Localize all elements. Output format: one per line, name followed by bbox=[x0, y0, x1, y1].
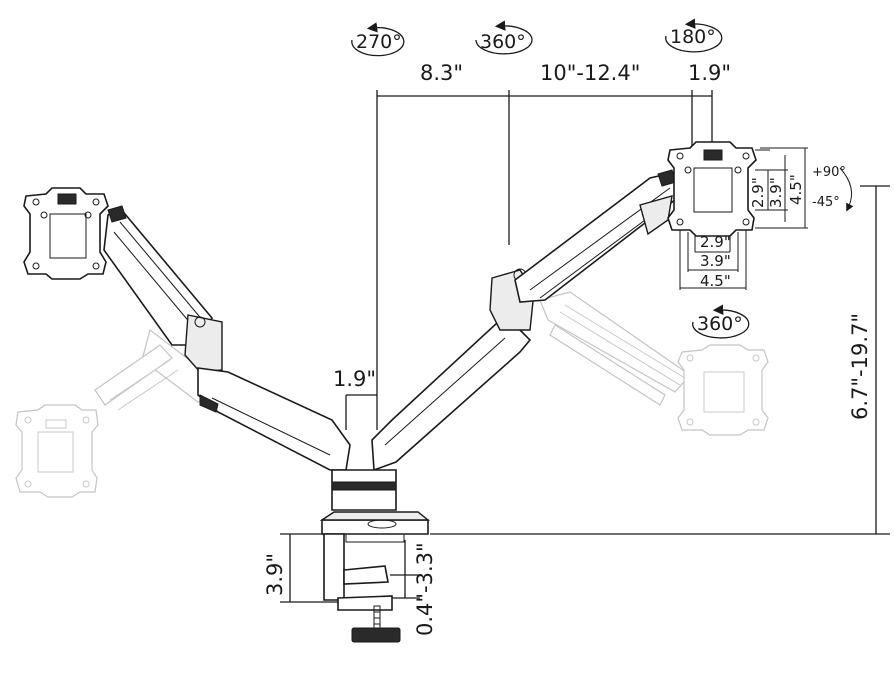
vesa-v1-label: 2.9" bbox=[749, 177, 767, 208]
right-reach-label: 10"-12.4" bbox=[540, 61, 640, 85]
head-offset-label: 1.9" bbox=[688, 61, 731, 85]
pole-offset-label: 1.9" bbox=[333, 367, 376, 391]
rotation-180-label: 180° bbox=[670, 26, 716, 48]
vesa-h1-label: 2.9" bbox=[700, 233, 731, 251]
right-monitor-arm bbox=[371, 141, 757, 472]
ghost-right-arm bbox=[539, 291, 769, 436]
rotation-360-label: 360° bbox=[480, 31, 526, 53]
tilt-down-label: -45° bbox=[812, 195, 840, 210]
rotation-270-label: 270° bbox=[356, 31, 402, 53]
ghost-left-arm bbox=[15, 328, 213, 498]
pole-and-clamp bbox=[319, 469, 430, 643]
dimension-lines bbox=[280, 90, 890, 603]
rotation-360-plate-label: 360° bbox=[697, 313, 743, 335]
vesa-v2-label: 3.9" bbox=[767, 177, 785, 208]
clamp-height-label: 3.9" bbox=[263, 553, 287, 596]
left-reach-label: 8.3" bbox=[420, 61, 463, 85]
desk-thickness-label: 0.4"-3.3" bbox=[413, 542, 437, 636]
vesa-h3-label: 4.5" bbox=[700, 272, 731, 290]
vesa-h2-label: 3.9" bbox=[700, 252, 731, 270]
height-range-label: 6.7"-19.7" bbox=[848, 313, 872, 420]
tilt-up-label: +90° bbox=[812, 165, 846, 180]
rotation-arrows bbox=[351, 18, 750, 339]
left-monitor-arm bbox=[23, 187, 351, 471]
labels: 270° 360° 180° 360° 8.3" 10"-12.4" 1.9" … bbox=[263, 26, 872, 636]
vesa-v3-label: 4.5" bbox=[787, 174, 805, 205]
